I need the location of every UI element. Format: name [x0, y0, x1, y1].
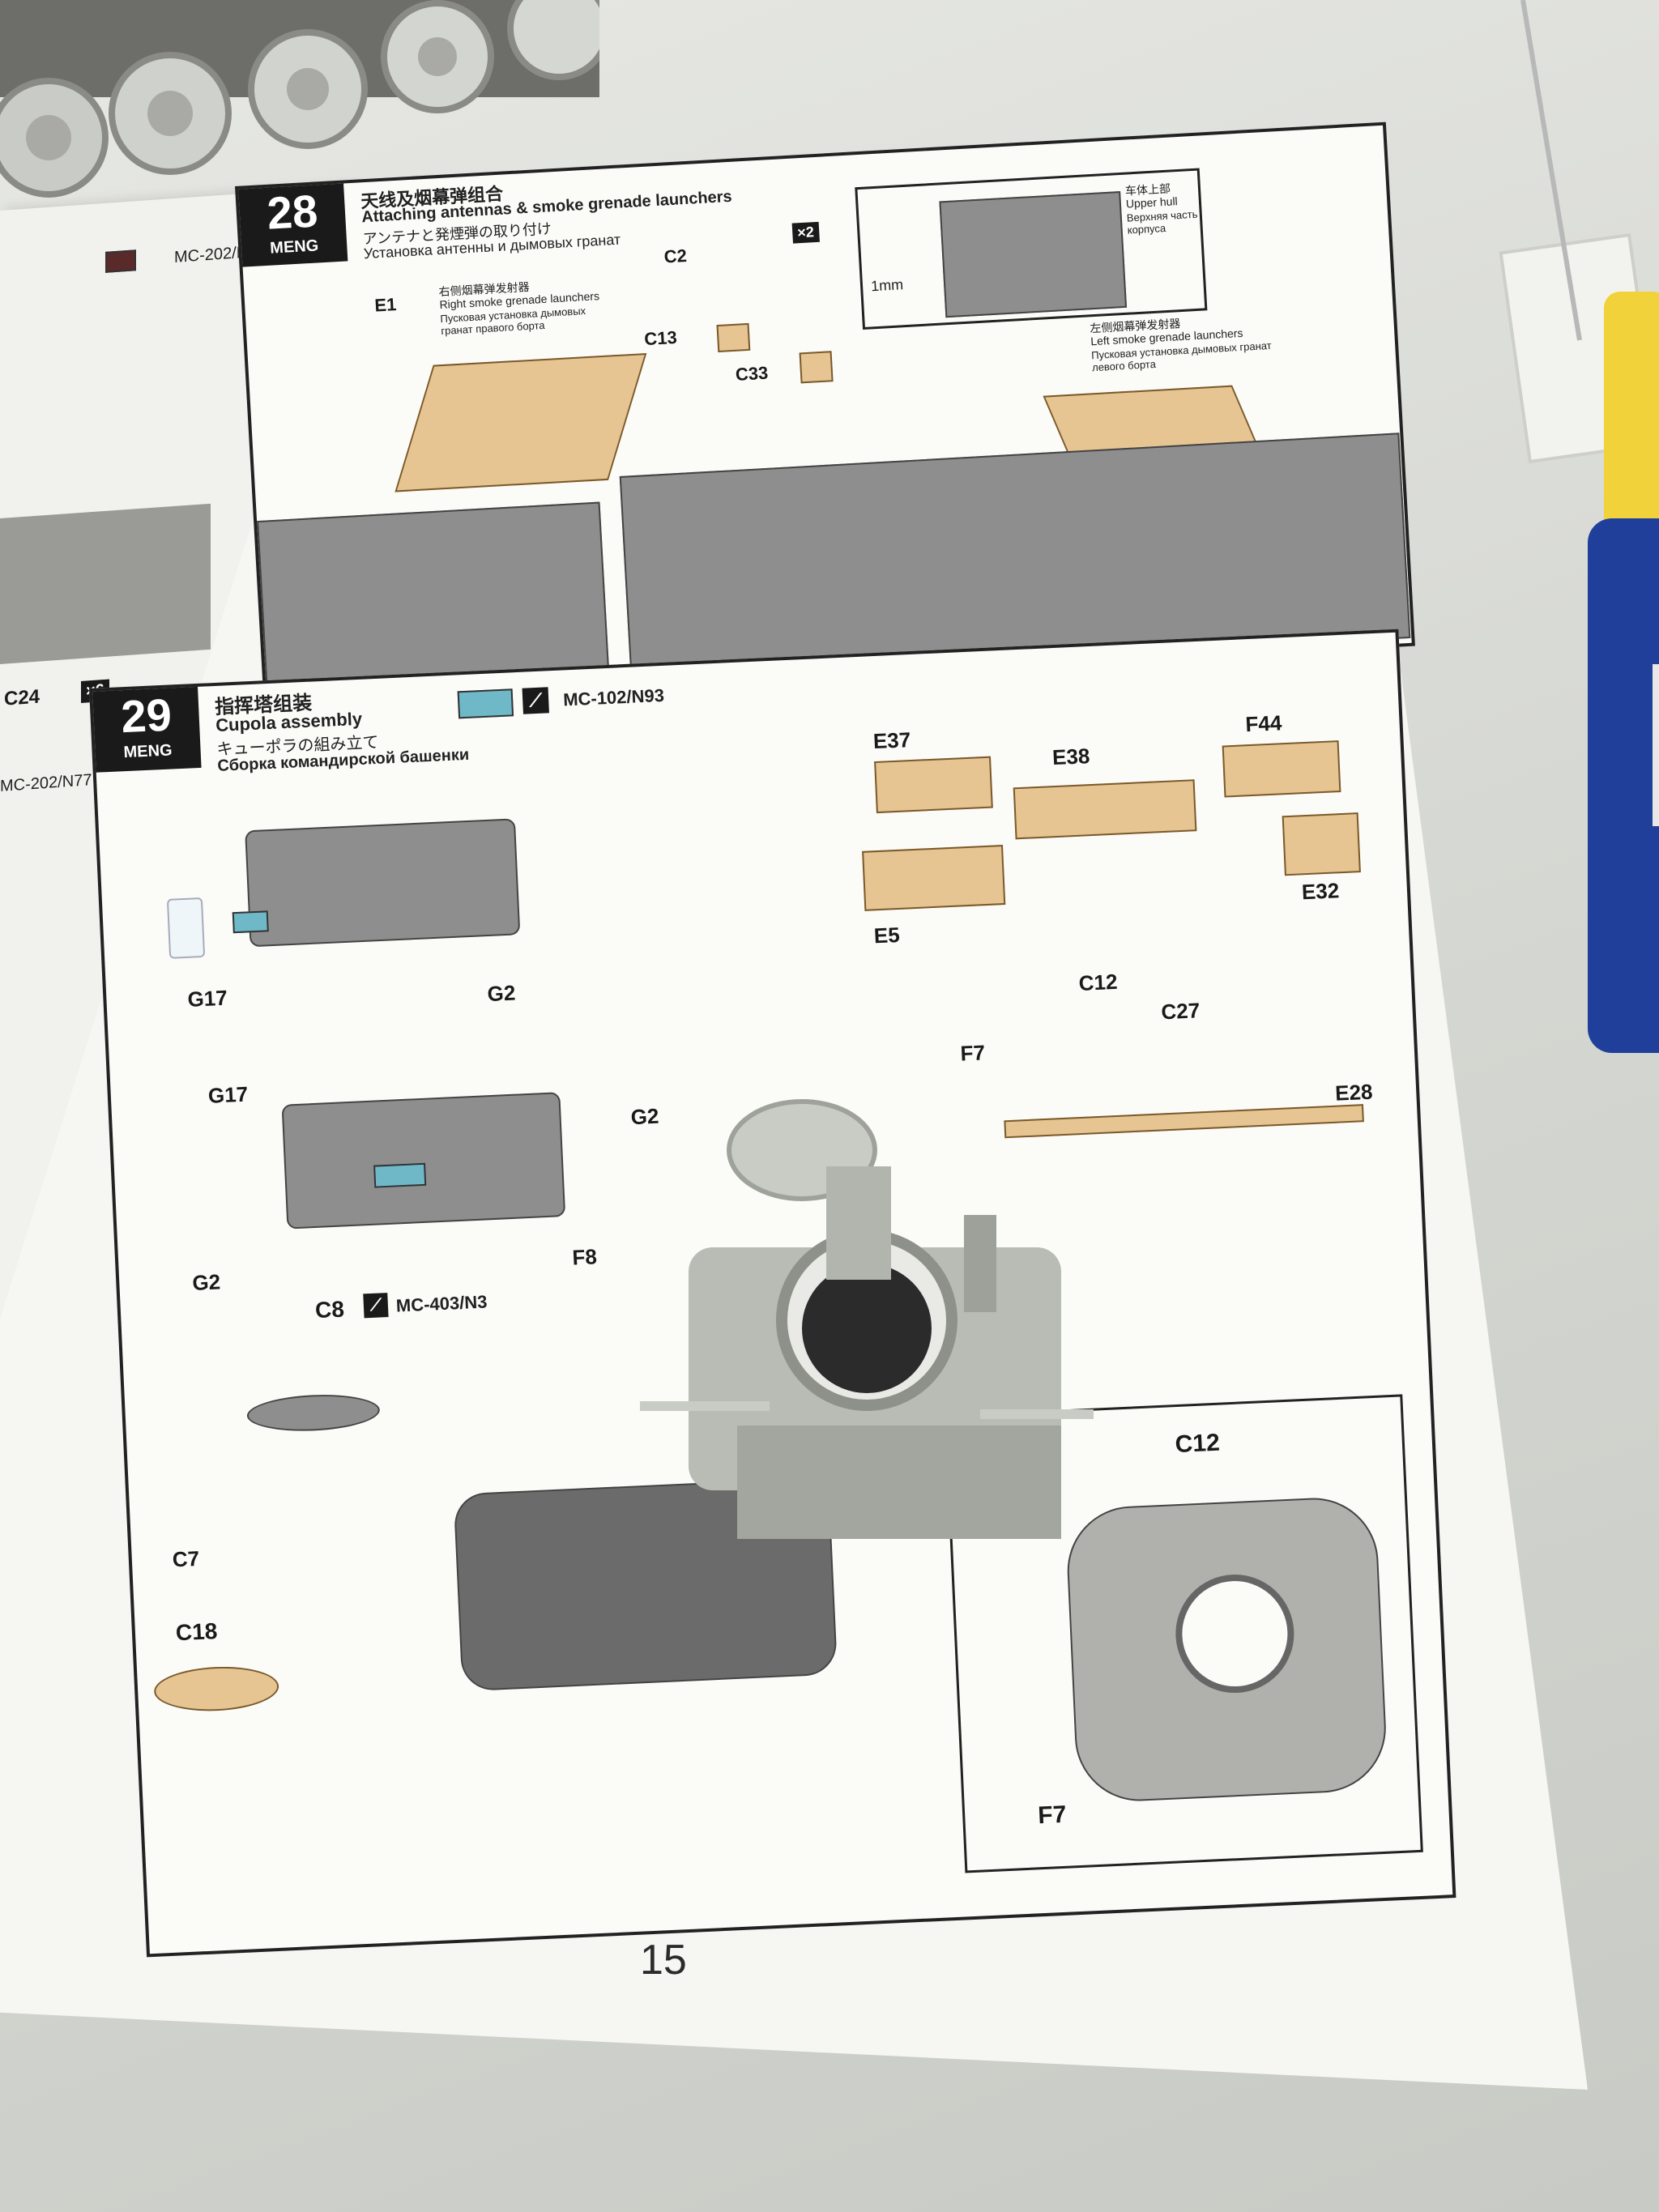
part-label-f8: F8 [571, 1244, 598, 1270]
part-label-f44: F44 [1244, 710, 1282, 737]
part-c18 [153, 1664, 280, 1714]
part-label-e5: E5 [873, 922, 901, 948]
part-label-e28: E28 [1334, 1079, 1374, 1106]
part-label-c27: C27 [1160, 998, 1201, 1025]
upper-hull-inset: 1mm 车体上部 Upper hull Верхняя часть корпус… [855, 168, 1208, 330]
paint-swatch-blue [457, 688, 514, 719]
step-28-number: 28 [266, 185, 319, 239]
multiplier-badge: ×2 [791, 221, 820, 244]
cupola-body-drawing-1 [245, 818, 521, 948]
upper-hull-note-ru: Верхняя часть корпуса [1126, 207, 1198, 237]
part-e32 [1282, 812, 1361, 876]
part-c8-mount [245, 1392, 381, 1434]
tank-road-wheels-photo [0, 0, 599, 198]
part-label-e38: E38 [1051, 744, 1090, 770]
part-label-c24: C24 [4, 685, 41, 710]
assembled-cupola-model-photo [640, 1099, 1094, 1539]
drill-size-label: 1mm [870, 276, 904, 295]
paint-ref-blue: MC-102/N93 [562, 684, 665, 710]
periscope-g2-blue [232, 910, 269, 934]
brush-icon: ⟋ [522, 687, 549, 714]
step-28-panel: 28 MENG 天线及烟幕弹组合 Attaching antennas & sm… [235, 121, 1415, 710]
part-label-c7: C7 [172, 1545, 200, 1572]
part-label-e37: E37 [872, 727, 911, 754]
brush-icon-c8: ⟋ [363, 1293, 389, 1319]
step-28-badge: 28 MENG [238, 183, 348, 267]
step-29-number: 29 [120, 688, 173, 743]
antenna-base-c13 [716, 322, 751, 353]
hull-drawing-fragment [0, 503, 211, 664]
part-e37 [874, 756, 993, 814]
right-smoke-launcher-part [394, 352, 647, 492]
upper-hull-note-en: Upper hull [1125, 194, 1179, 211]
hull-inset-drawing [939, 190, 1128, 318]
paint-ref-c8: MC-403/N3 [395, 1291, 488, 1316]
part-label-c13: C13 [643, 326, 678, 350]
part-e38 [1013, 779, 1197, 840]
step-29-badge: 29 MENG [92, 686, 202, 773]
clear-periscope-g17 [166, 897, 206, 959]
part-label-c2: C2 [663, 245, 688, 267]
part-label-g17-a: G17 [186, 985, 228, 1012]
part-label-g2-a: G2 [486, 980, 516, 1007]
part-label-c18: C18 [175, 1618, 219, 1646]
part-label-c33: C33 [735, 362, 769, 385]
paint-ref-bottom: MC-202/N77 [0, 771, 92, 795]
part-label-c12-detail: C12 [1174, 1429, 1221, 1459]
part-label-f7: F7 [959, 1040, 986, 1066]
part-e5 [862, 845, 1006, 911]
paint-swatch-brown [105, 249, 136, 273]
step-29-brand: MENG [123, 741, 173, 762]
part-label-e32: E32 [1301, 878, 1340, 905]
cupola-body-drawing-2 [281, 1092, 566, 1230]
part-label-e1: E1 [373, 294, 398, 316]
periscope-g2-blue-2 [373, 1162, 427, 1188]
part-label-g17-b: G17 [207, 1081, 249, 1108]
glue-bottle-and-applicator-photo [1499, 0, 1659, 1053]
part-label-g2-c: G2 [191, 1269, 221, 1295]
part-label-c12: C12 [1078, 969, 1119, 995]
part-f44 [1222, 740, 1341, 798]
part-label-f7-detail: F7 [1037, 1801, 1068, 1830]
part-label-c8: C8 [314, 1296, 345, 1323]
antenna-base-c33 [799, 351, 834, 384]
page-number: 15 [640, 1937, 687, 1984]
